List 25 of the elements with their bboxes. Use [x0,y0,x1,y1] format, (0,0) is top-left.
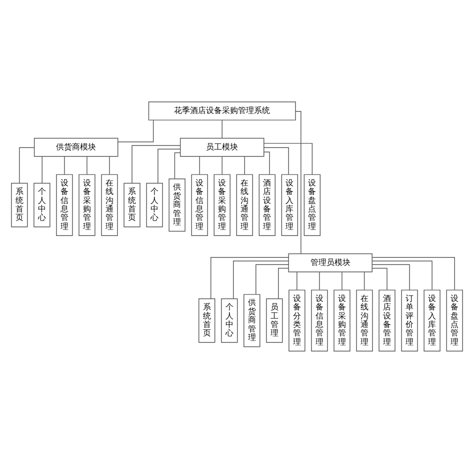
connector [295,110,302,254]
connector [364,272,365,290]
connector [199,156,200,175]
connector [233,260,289,300]
connector [372,257,455,290]
connector [132,145,181,184]
connector [264,152,270,175]
connector [264,142,313,175]
connector [210,257,289,299]
connector [244,156,245,175]
connector [109,156,110,175]
connector [264,147,289,175]
connector [174,152,181,179]
connector [64,156,65,175]
connector [118,120,154,142]
connector [296,272,298,290]
connector [86,156,88,175]
connector [158,148,180,184]
connector [372,260,432,290]
connector [278,268,289,300]
connector [19,147,35,184]
connector [372,264,410,290]
connector [372,268,388,290]
connector [256,264,289,295]
connector [319,272,320,290]
